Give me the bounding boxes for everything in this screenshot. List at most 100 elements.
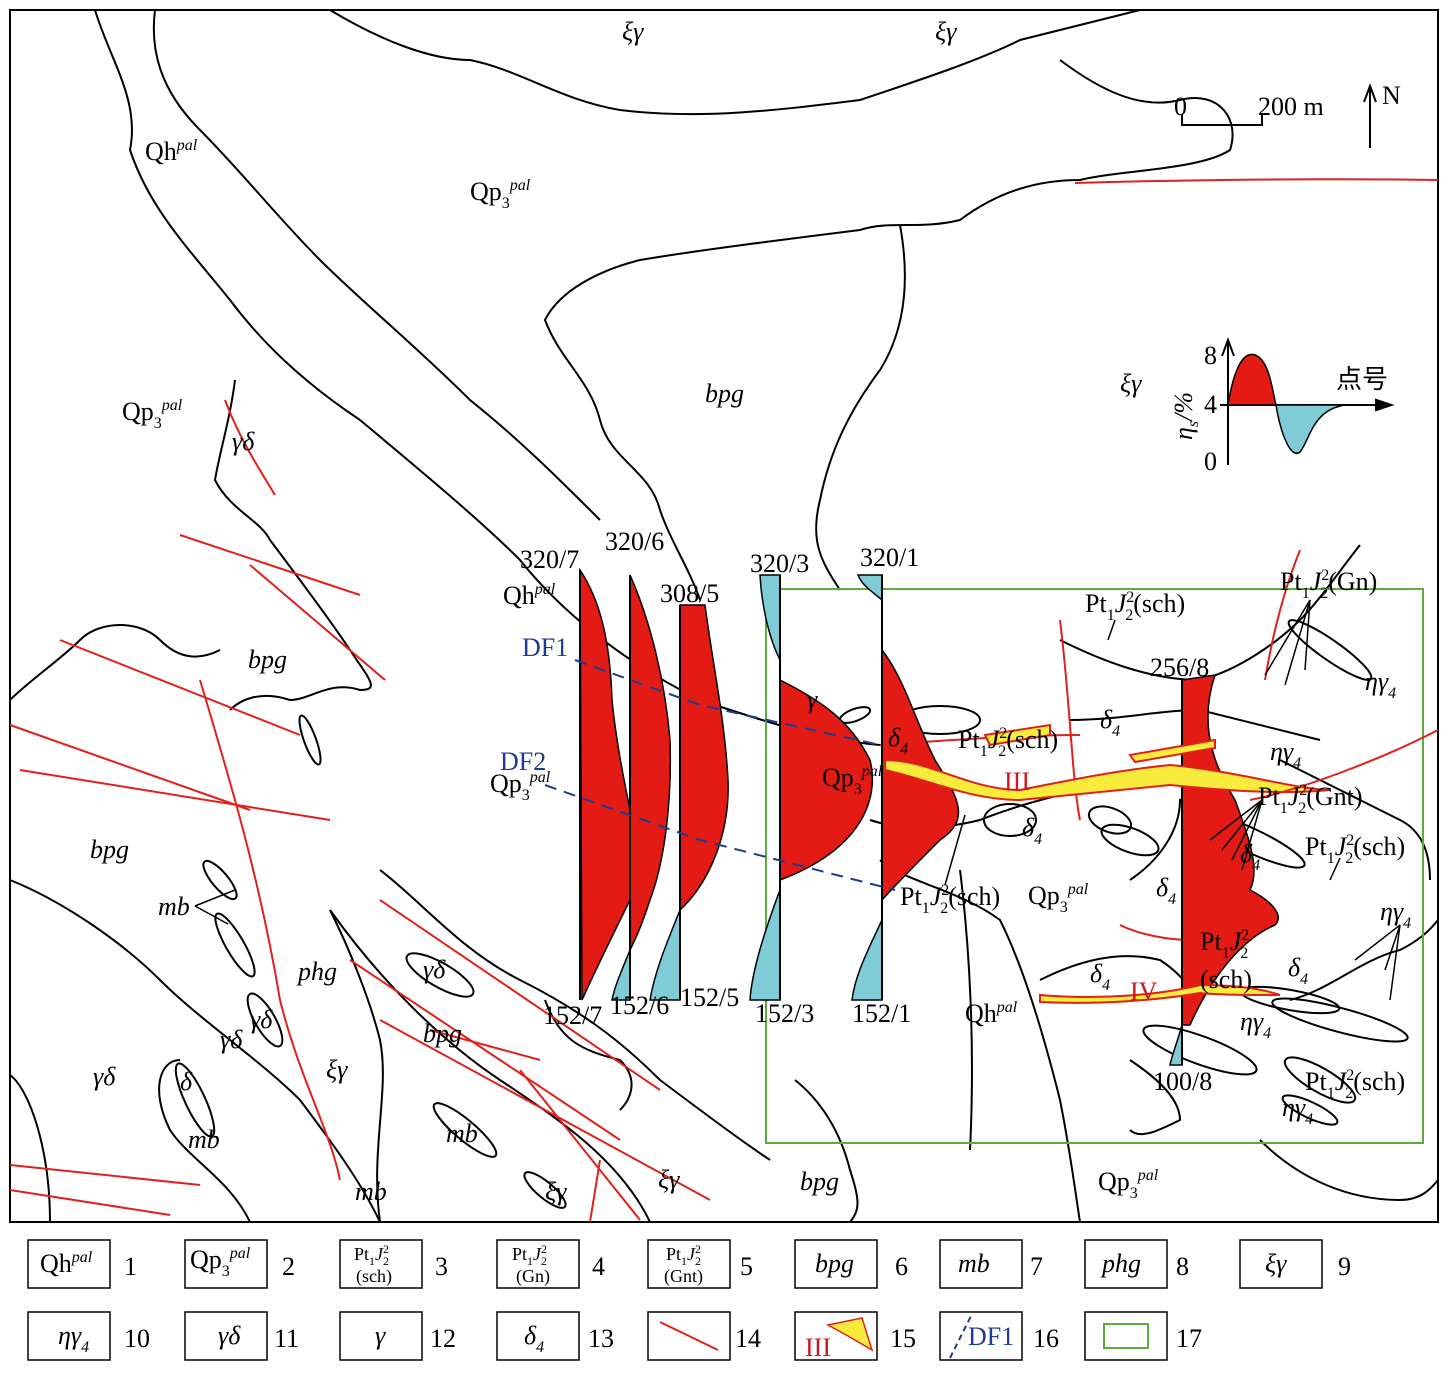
legend-number-15: 15: [890, 1324, 916, 1353]
label-pt-sch-5b: (sch): [1200, 965, 1252, 994]
anomaly-curve-320-6: [629, 574, 672, 951]
svg-text:γ: γ: [375, 1321, 386, 1350]
label-bpg-1: bpg: [705, 379, 744, 408]
label-eta-gamma-1: ηγ4: [1365, 667, 1396, 702]
profile-bottom-100-8: 100/8: [1153, 1067, 1212, 1096]
ore-body-iii-right: [1128, 738, 1216, 764]
profile-top-320-1: 320/1: [860, 543, 919, 572]
anomaly-curve-red-3: [779, 678, 874, 882]
fault-df1-label: DF1: [522, 633, 568, 662]
anomaly-curve-152-1: [851, 919, 883, 1001]
svg-text:γδ: γδ: [218, 1321, 241, 1350]
legend-number-13: 13: [588, 1324, 614, 1353]
label-qp-2: Qp3pal: [122, 397, 183, 432]
profile-bottom-152-7: 152/7: [543, 1001, 602, 1030]
label-mb-4: mb: [446, 1119, 478, 1148]
inset-tick-0: 0: [1204, 447, 1217, 476]
legend-number-3: 3: [435, 1252, 448, 1281]
fault-df2-label: DF2: [500, 747, 546, 776]
faults-red: [9, 178, 1439, 1223]
legend-item-9: ξγ 9: [1239, 1239, 1351, 1289]
label-gamma-delta-2: γδ: [423, 955, 446, 984]
svg-text:δ4: δ4: [524, 1321, 544, 1356]
legend-number-17: 17: [1176, 1324, 1202, 1353]
svg-text:bpg: bpg: [815, 1249, 854, 1278]
legend-number-14: 14: [735, 1324, 761, 1353]
legend-item-6: bpg 6: [794, 1239, 908, 1289]
legend-number-4: 4: [592, 1252, 605, 1281]
label-xi-gamma-6: ξγ: [658, 1165, 680, 1194]
label-qp-6: Qp3pal: [1098, 1167, 1159, 1202]
profile-labels: 320/7 320/6 308/5 320/3 320/1 256/8 152/…: [520, 527, 1212, 1096]
legend-item-15: III 15: [794, 1311, 916, 1362]
legend-number-16: 16: [1033, 1324, 1059, 1353]
scale-bar: 0 200 m: [1174, 92, 1324, 126]
profile-top-308-5: 308/5: [660, 579, 719, 608]
north-label: N: [1382, 81, 1401, 110]
label-eta-gamma-5: ηγ4: [1282, 1093, 1313, 1128]
anomaly-curve-308-5: [679, 604, 729, 912]
label-gamma-delta-1: γδ: [232, 427, 255, 456]
label-delta4-3: δ4: [1022, 813, 1042, 848]
ore-body-iii-upper: [983, 723, 1051, 747]
scale-end: 200 m: [1258, 92, 1324, 121]
label-xi-gamma-2: ξγ: [935, 17, 957, 46]
anomaly-curve-100-8: [1169, 1024, 1183, 1066]
map-frame: [9, 9, 1439, 1223]
ore-bodies: [884, 723, 1439, 1004]
label-xi-gamma-1: ξγ: [622, 17, 644, 46]
label-phg: phg: [296, 957, 337, 986]
label-xi-gamma-3: ξγ: [1120, 369, 1142, 398]
anomaly-curve-152-3: [749, 889, 781, 1001]
svg-text:(Gnt): (Gnt): [664, 1266, 703, 1287]
faults-blue: [544, 659, 896, 891]
leader-lines: [944, 599, 1401, 1001]
legend-item-17: 17: [1084, 1311, 1202, 1361]
inset-y-label: ηs/%: [1169, 392, 1202, 440]
label-eta-gamma-4: ηγ4: [1240, 1007, 1271, 1042]
legend-number-7: 7: [1030, 1252, 1043, 1281]
label-mb-leader: [194, 889, 236, 907]
ore-body-iii-label: III: [1004, 767, 1030, 796]
svg-text:Qhpal: Qhpal: [40, 1249, 93, 1278]
fault-df2-line: [544, 784, 896, 891]
legend-number-9: 9: [1338, 1252, 1351, 1281]
label-qh-2: Qhpal: [503, 581, 556, 610]
label-gamma: γ: [807, 685, 818, 714]
svg-text:Qp3pal: Qp3pal: [190, 1245, 251, 1280]
anomaly-curve-152-5: [649, 909, 681, 1001]
profile-bottom-152-3: 152/3: [755, 999, 814, 1028]
inset-tick-4: 4: [1204, 390, 1217, 419]
ore-body-iv-label: IV: [1130, 977, 1158, 1006]
label-qp-3: Qp3pal: [490, 769, 551, 804]
legend-number-6: 6: [895, 1252, 908, 1281]
legend-number-8: 8: [1176, 1252, 1189, 1281]
legend-item-16: DF1 16: [939, 1311, 1059, 1361]
label-mb-3: mb: [355, 1177, 387, 1206]
inset-plot: 8 4 0 点号 ηs/%: [1169, 337, 1395, 476]
label-mb-leader-2: [194, 905, 229, 925]
label-gamma-delta-5: γδ: [93, 1062, 116, 1091]
label-bpg-4: bpg: [423, 1019, 462, 1048]
label-delta4-5: δ4: [1156, 873, 1176, 908]
anomaly-curve-152-6: [611, 949, 631, 1001]
svg-text:phg: phg: [1100, 1249, 1141, 1278]
label-gamma-delta-4: γδ: [250, 1005, 273, 1034]
anomaly-curves: [579, 567, 1279, 1066]
legend-number-12: 12: [430, 1324, 456, 1353]
svg-text:mb: mb: [958, 1249, 990, 1278]
label-bpg-3: bpg: [90, 835, 129, 864]
label-mb-1: mb: [158, 892, 190, 921]
label-eta-gamma-3: ηγ4: [1380, 897, 1411, 932]
